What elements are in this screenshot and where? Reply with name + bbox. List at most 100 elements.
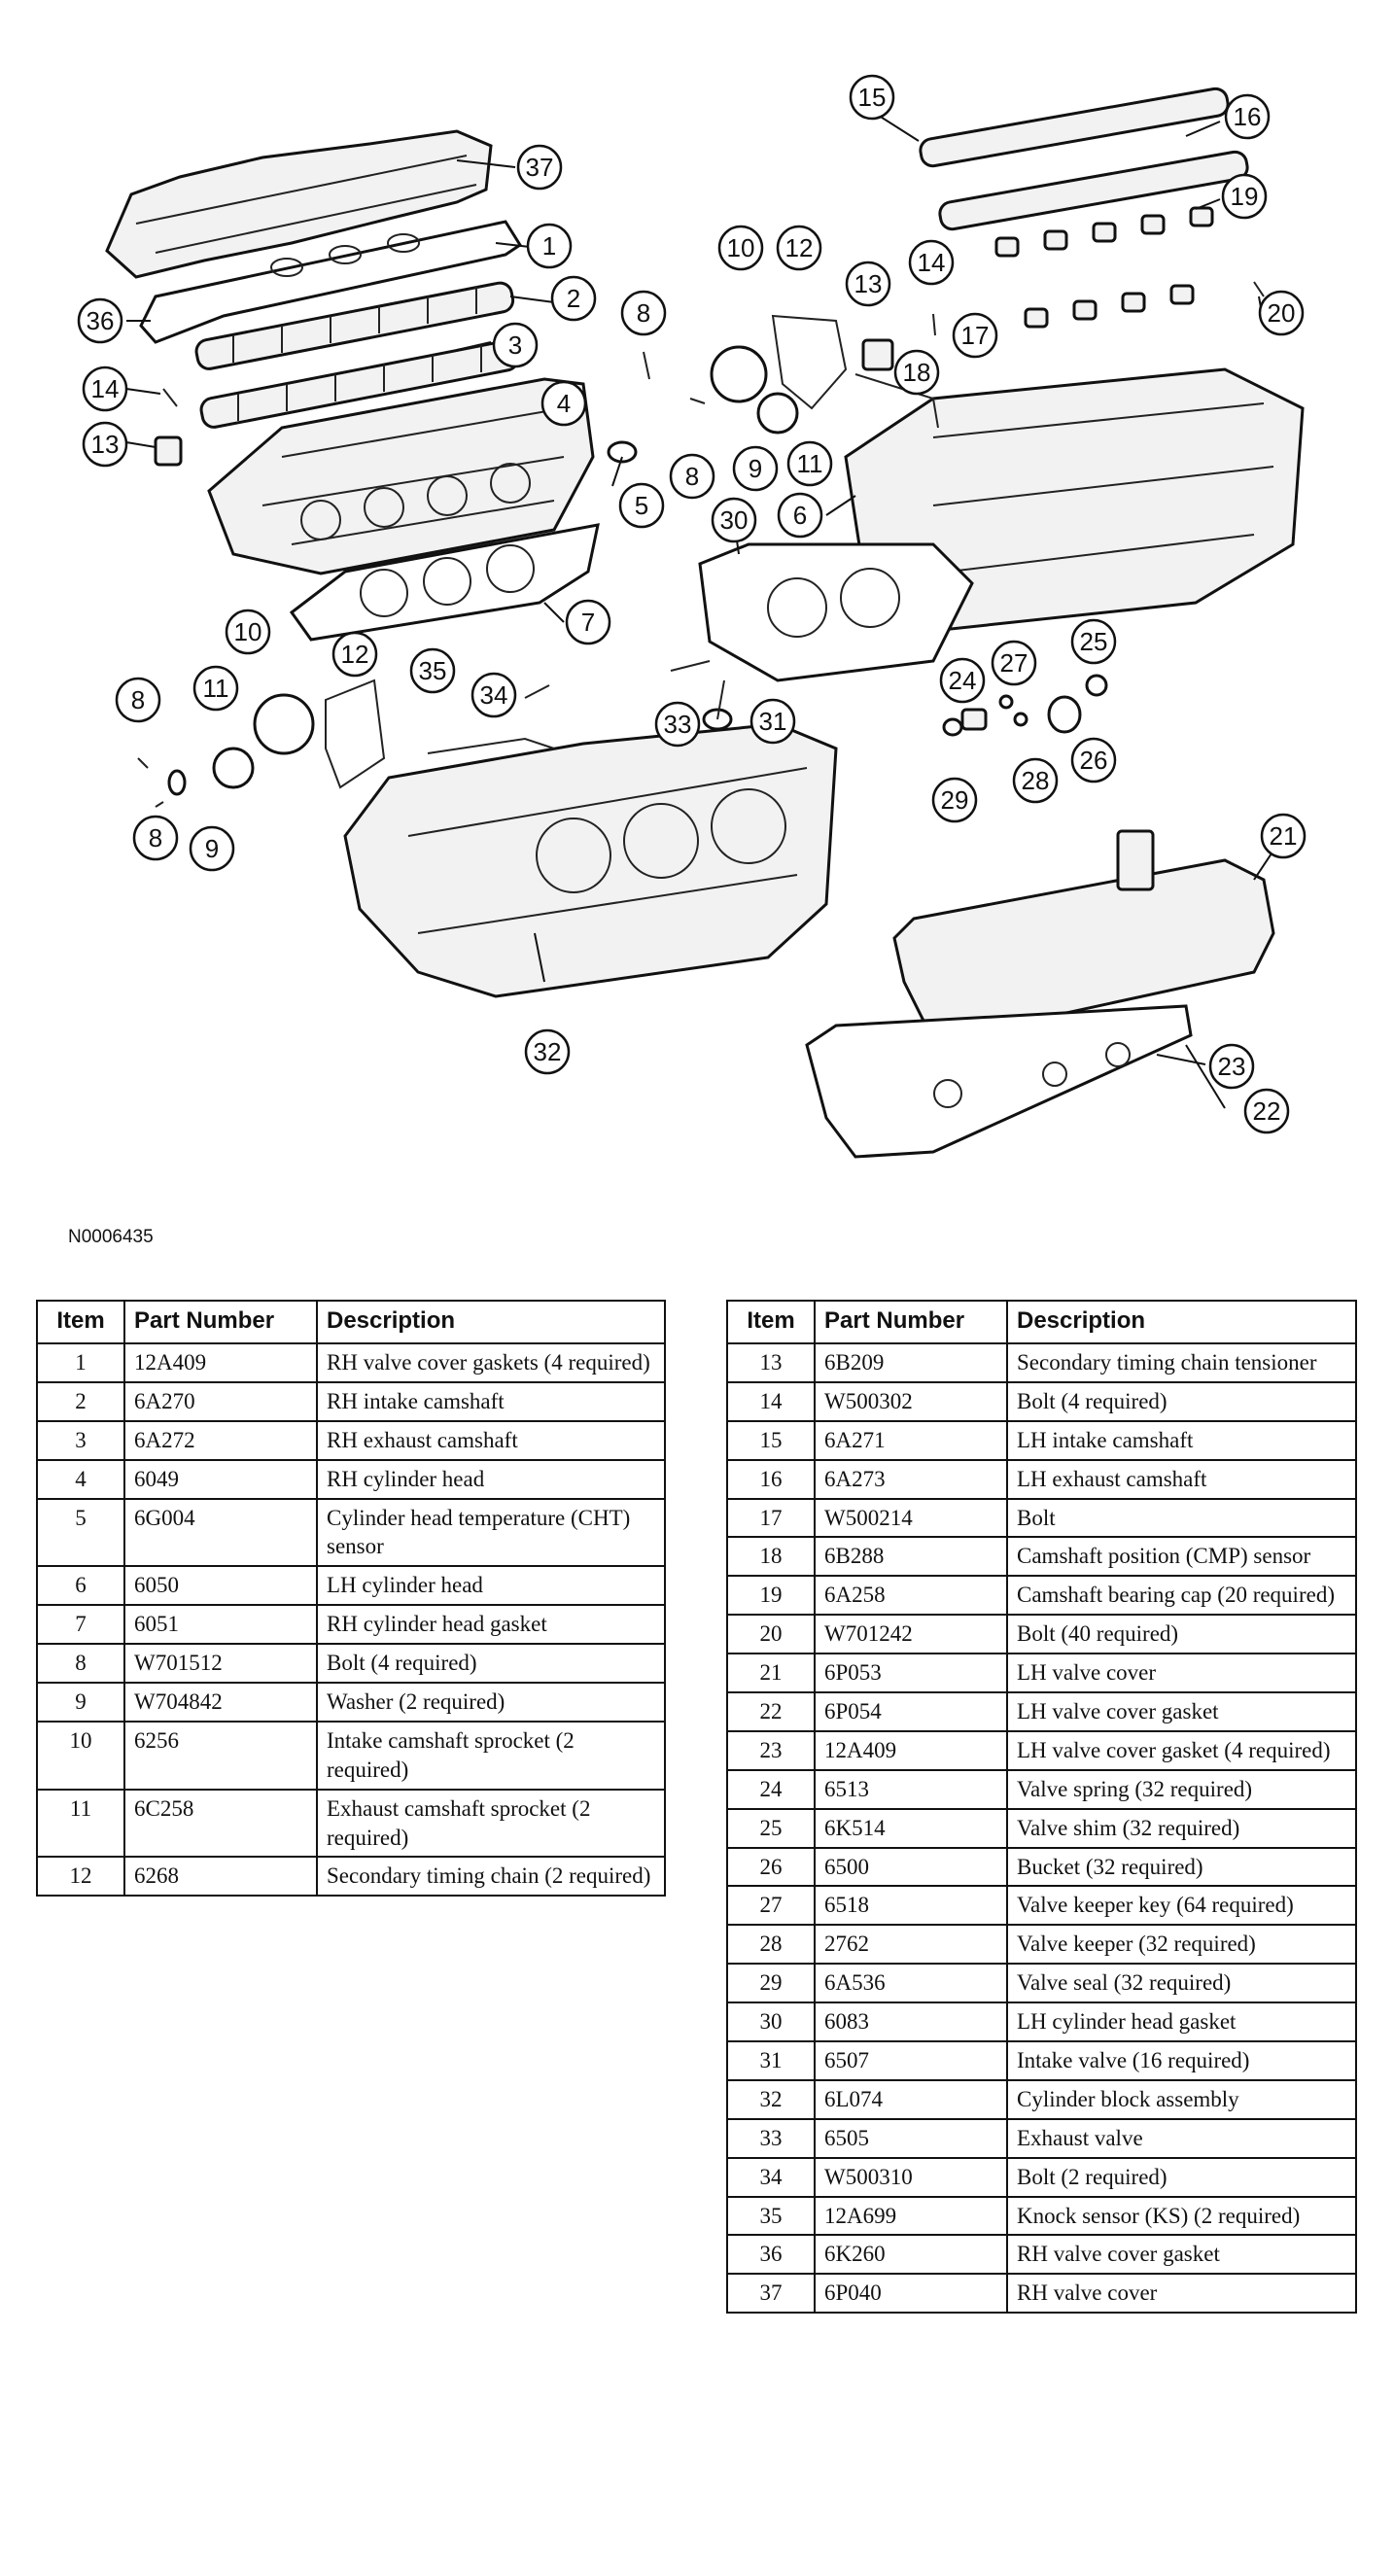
cell-description: RH valve cover gasket	[1006, 2234, 1357, 2276]
svg-text:1: 1	[542, 231, 556, 261]
callout-25: 25	[1070, 618, 1117, 665]
svg-text:19: 19	[1231, 182, 1259, 211]
svg-text:2: 2	[567, 284, 580, 313]
svg-text:6: 6	[793, 501, 807, 530]
cell-item: 27	[726, 1885, 816, 1927]
small-parts	[137, 281, 1265, 808]
cell-part-number: 6A271	[814, 1420, 1008, 1461]
cell-item: 20	[726, 1614, 816, 1655]
cell-item: 7	[36, 1604, 125, 1646]
svg-text:26: 26	[1080, 746, 1108, 775]
callout-36: 36	[77, 297, 123, 344]
cell-part-number: 6050	[123, 1565, 318, 1607]
callout-29: 29	[931, 777, 978, 823]
callout-35: 35	[409, 647, 456, 694]
cell-part-number: 6P054	[814, 1691, 1008, 1732]
header-item: Item	[36, 1300, 125, 1344]
svg-text:27: 27	[1000, 648, 1028, 678]
cell-part-number: 6049	[123, 1459, 318, 1500]
lh-intake-camshaft	[919, 87, 1230, 168]
callout-8b: 8	[669, 453, 715, 500]
cell-item: 6	[36, 1565, 125, 1607]
cell-description: Valve seal (32 required)	[1006, 1963, 1357, 2004]
intake-camshaft-sprocket-rh	[253, 693, 315, 755]
header-description: Description	[316, 1300, 666, 1344]
svg-text:31: 31	[759, 707, 787, 736]
callout-9a: 9	[732, 445, 779, 492]
callout-4: 4	[540, 380, 587, 427]
cell-description: RH exhaust camshaft	[316, 1420, 666, 1461]
callout-14a: 14	[908, 239, 955, 286]
svg-text:30: 30	[720, 505, 749, 535]
svg-text:22: 22	[1253, 1097, 1281, 1126]
svg-text:36: 36	[87, 306, 115, 335]
secondary-timing-chain-rh	[325, 679, 386, 789]
callout-34: 34	[470, 672, 517, 718]
callout-18: 18	[893, 349, 940, 396]
svg-text:24: 24	[949, 666, 977, 695]
cell-description: LH valve cover gasket	[1006, 1691, 1357, 1732]
callout-9b: 9	[189, 825, 235, 872]
cell-description: Knock sensor (KS) (2 required)	[1006, 2196, 1357, 2237]
cell-item: 5	[36, 1498, 125, 1568]
callout-22: 22	[1243, 1088, 1290, 1134]
cell-part-number: W500310	[814, 2157, 1008, 2198]
callout-15: 15	[849, 74, 895, 121]
cell-description: RH intake camshaft	[316, 1381, 666, 1422]
callout-1: 1	[526, 223, 573, 269]
cell-item: 28	[726, 1924, 816, 1966]
cell-part-number: W704842	[123, 1682, 318, 1723]
cell-part-number: 6G004	[123, 1498, 318, 1568]
cell-part-number: 6513	[814, 1769, 1008, 1810]
cell-description: Intake valve (16 required)	[1006, 2040, 1357, 2081]
rh-intake-camshaft	[194, 281, 515, 370]
camshaft-bearing-caps	[994, 206, 1214, 329]
callout-10a: 10	[717, 225, 764, 271]
cell-description: Bolt (2 required)	[1006, 2157, 1357, 2198]
callout-23: 23	[1208, 1043, 1255, 1090]
svg-text:11: 11	[203, 674, 229, 703]
callout-37: 37	[516, 144, 563, 191]
svg-text:12: 12	[785, 233, 814, 262]
cell-part-number: 6256	[123, 1721, 318, 1791]
svg-text:13: 13	[854, 269, 883, 298]
exhaust-camshaft-sprocket-rh	[212, 747, 255, 789]
cell-description: Secondary timing chain (2 required)	[316, 1856, 666, 1897]
cell-part-number: 6B288	[814, 1536, 1008, 1578]
svg-text:14: 14	[91, 374, 120, 403]
callout-27: 27	[991, 640, 1037, 686]
cell-item: 37	[726, 2273, 816, 2315]
svg-text:10: 10	[234, 617, 262, 646]
svg-text:8: 8	[149, 823, 162, 853]
intake-camshaft-sprocket-lh	[710, 345, 768, 403]
rh-cylinder-head	[207, 377, 595, 575]
cell-part-number: 6P053	[814, 1653, 1008, 1694]
svg-text:11: 11	[797, 449, 823, 478]
cell-part-number: 6505	[814, 2118, 1008, 2159]
cell-item: 18	[726, 1536, 816, 1578]
svg-text:29: 29	[941, 785, 969, 815]
leader-lines	[125, 106, 1284, 1109]
cell-description: Cylinder head temperature (CHT) sensor	[316, 1498, 666, 1568]
header-part-number: Part Number	[814, 1300, 1008, 1344]
cell-item: 21	[726, 1653, 816, 1694]
callout-10b: 10	[225, 609, 271, 655]
cell-description: Cylinder block assembly	[1006, 2079, 1357, 2120]
svg-text:25: 25	[1080, 627, 1108, 656]
